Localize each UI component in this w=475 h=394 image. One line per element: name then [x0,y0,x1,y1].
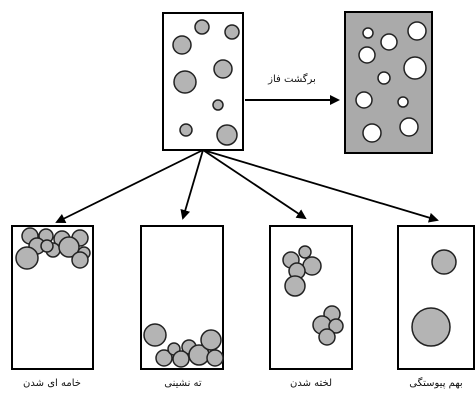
sedimentation-droplets [143,323,224,368]
droplet [212,99,224,111]
arrow-to-coalescence [202,149,439,223]
inverted-droplet [355,91,373,109]
droplet [58,236,80,258]
creaming-box [11,225,94,370]
inverted-droplet [358,46,376,64]
arrow-to-sedimentation [180,149,204,220]
droplet [431,249,457,275]
droplet [298,245,312,259]
inverted-emulsion-box [344,11,433,154]
flocculation-label: لخته شدن [290,378,332,389]
arrow-to-flocculation [202,149,307,220]
droplet [173,70,197,94]
creaming-droplets [15,227,91,270]
inverted-droplet [380,33,398,51]
droplet [302,256,322,276]
droplet [200,329,222,351]
droplet [15,246,39,270]
arrow-to-creaming [55,149,204,223]
phase-inversion-label: برگشت فاز [267,73,316,85]
droplet [155,349,173,367]
inverted-droplets [355,21,427,143]
droplet [206,349,224,367]
droplet [194,19,210,35]
inverted-droplet [362,27,374,39]
droplet [40,239,54,253]
flocculation-box [269,225,353,370]
coalescence-label: بهم پیوستگی [409,377,462,389]
branch-arrows [55,149,439,223]
inverted-droplet [377,71,391,85]
droplet [411,307,451,347]
inverted-droplet [362,123,382,143]
droplet [213,59,233,79]
droplet [284,275,306,297]
droplet [318,328,336,346]
droplet [216,124,238,146]
initial-emulsion-box [162,12,244,151]
inverted-droplet [399,117,419,137]
inverted-droplet [397,96,409,108]
droplet [172,350,190,368]
sedimentation-box [140,225,224,370]
sedimentation-label: ته نشینی [164,378,202,389]
initial-droplets [172,19,240,146]
creaming-label: خامه ای شدن [23,378,81,389]
inverted-droplet [403,56,427,80]
droplet [71,251,89,269]
droplet [179,123,193,137]
droplet [143,323,167,347]
inverted-droplet [407,21,427,41]
coalescence-box [397,225,475,370]
droplet [328,318,344,334]
flocculation-droplets [282,245,344,346]
coalescence-droplets [411,249,457,347]
droplet [224,24,240,40]
droplet [172,35,192,55]
